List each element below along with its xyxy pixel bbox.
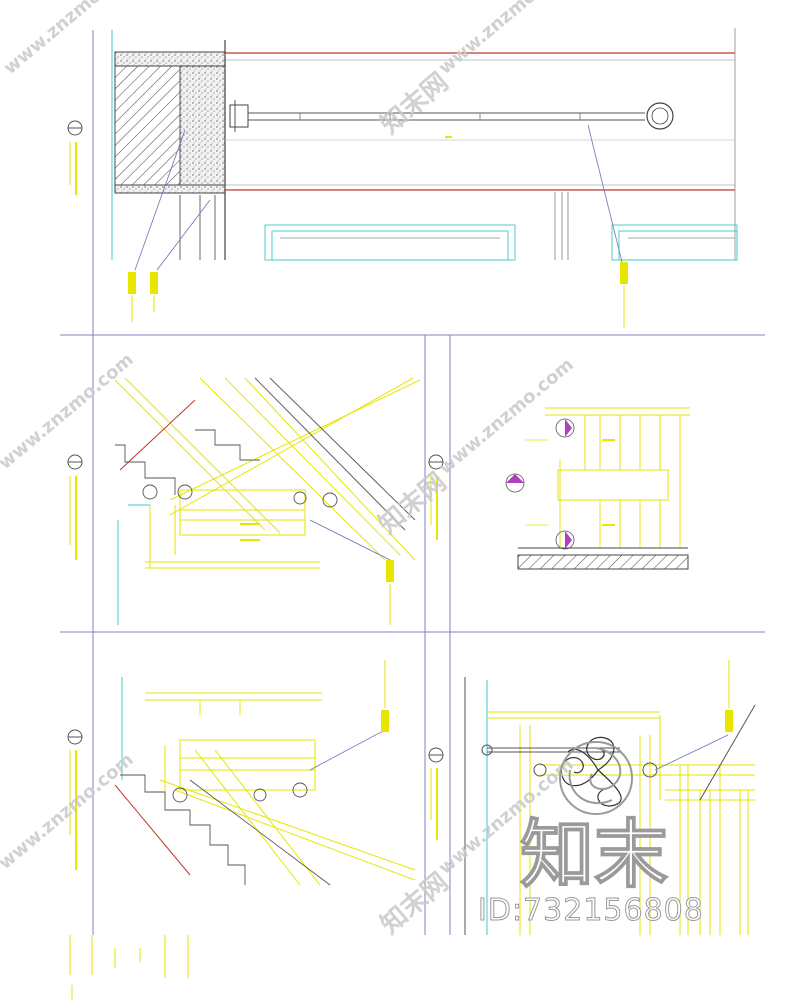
watermark-cn-1: 知末网 [375,67,454,140]
watermark-layer: www.znzmo.com www.znzmo.com 知末网 www.znzm… [0,0,578,940]
view-marker-3 [67,729,83,870]
watermark-site-3: www.znzmo.com [0,349,138,474]
view-marker-5 [428,747,444,840]
view-marker-2 [67,454,83,560]
watermark-logo-text: 知末 [520,812,668,898]
watermark-site-5: www.znzmo.com [0,749,138,874]
watermark-logo: 知末 ID:732156808 [478,741,704,929]
title-block-marks [69,935,189,1000]
watermark-site-2: www.znzmo.com [435,0,578,79]
stair-plan-right [505,407,690,570]
watermark-id-label: ID:732156808 [478,893,704,928]
stair-section-left [114,377,421,625]
view-title-markers [67,120,444,870]
railing-section-top [111,28,738,328]
stair-detail-bottom-left [114,660,416,886]
watermark-cn-2: 知末网 [373,467,452,540]
railing-elevation-bottom-right [464,660,756,935]
view-marker-4 [428,454,444,540]
view-marker-1 [67,120,83,195]
watermark-cn-3: 知末网 [375,867,454,940]
sheet-frame [60,30,765,935]
watermark-site-4: www.znzmo.com [435,354,578,479]
